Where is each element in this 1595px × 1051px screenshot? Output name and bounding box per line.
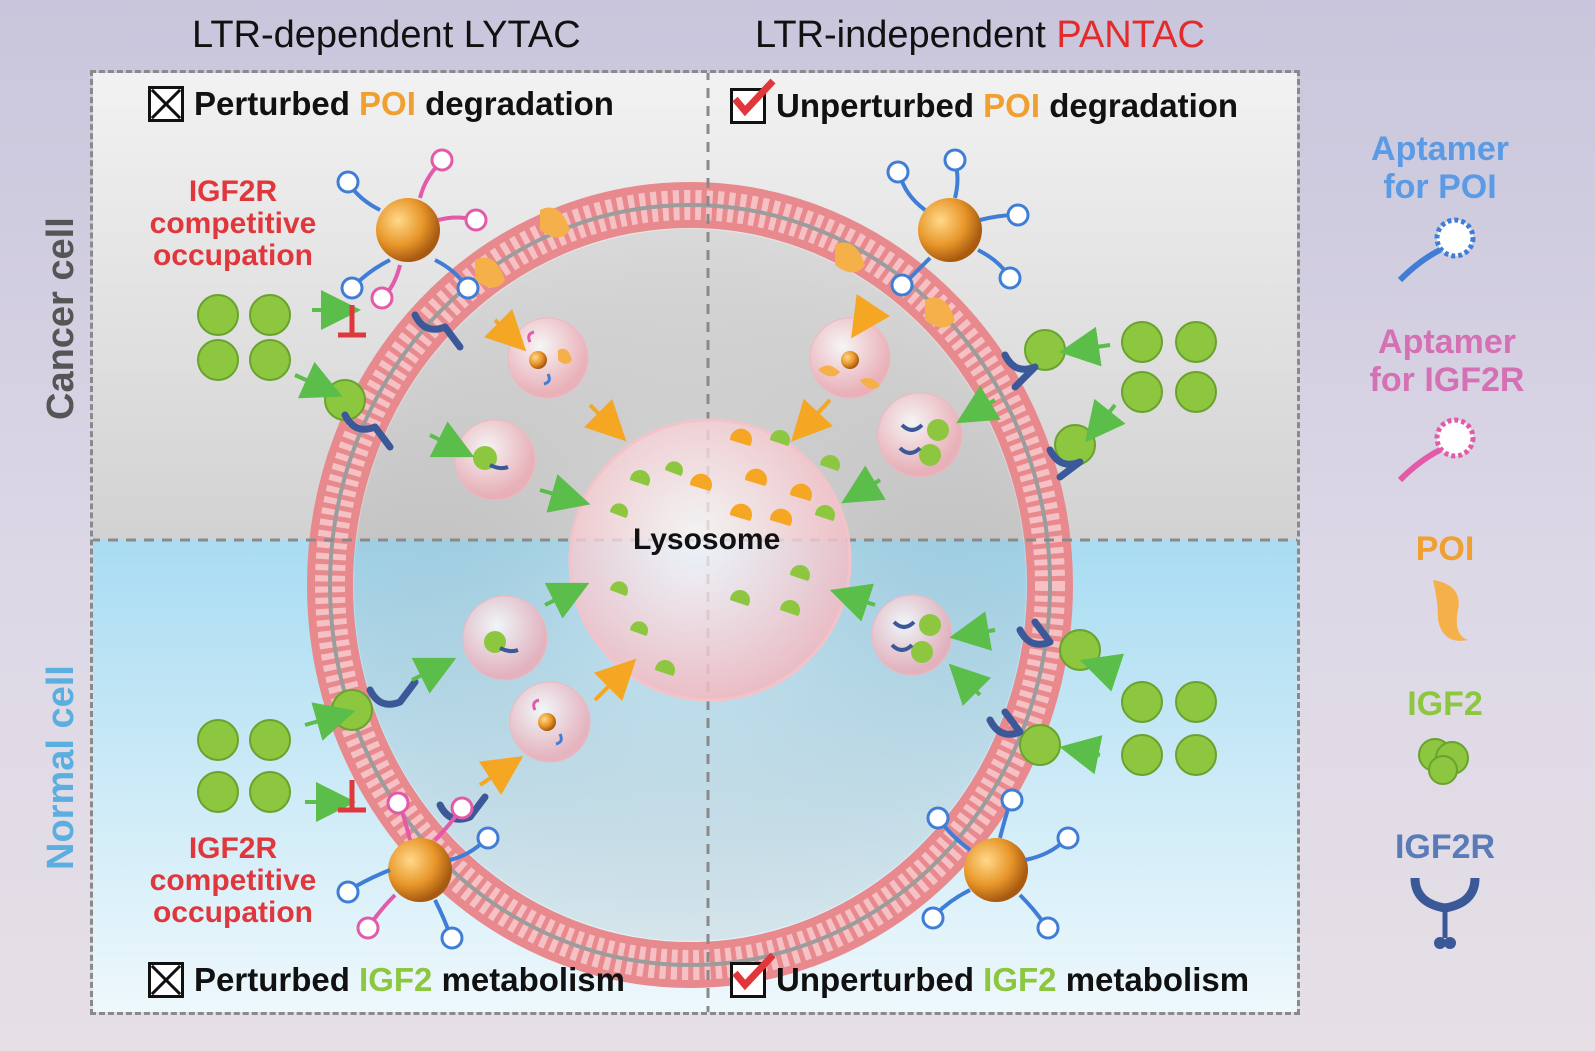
annotation-igf2r-occupation-bottom: IGF2R competitive occupation [138, 833, 328, 929]
lysosome-label: Lysosome [633, 523, 781, 556]
nanoparticle-icon [336, 148, 488, 310]
side-label-normal: Normal cell [40, 665, 82, 870]
status-highlight: POI [359, 85, 416, 122]
legend-label: for POI [1383, 168, 1497, 206]
vesicle [462, 595, 548, 681]
vesicle [809, 317, 891, 399]
inhibition-icon [338, 305, 366, 813]
igf2-cluster [1019, 629, 1217, 776]
header-right-prefix: LTR-independent [755, 14, 1057, 56]
legend-aptamer-igf2r: Aptamer for IGF2R [1362, 323, 1532, 399]
legend-label: Aptamer [1371, 130, 1509, 168]
igf2-cluster [197, 294, 366, 421]
header-left: LTR-dependent LYTAC [192, 14, 581, 56]
igf2-cluster [197, 689, 373, 813]
vesicle [877, 392, 963, 478]
status-text: Perturbed [194, 85, 360, 122]
legend-label: for IGF2R [1369, 361, 1525, 399]
header-right: LTR-independent PANTAC [755, 14, 1205, 57]
igf2-icon [1418, 738, 1469, 785]
status-bottom-left: Perturbed IGF2 metabolism [148, 961, 625, 999]
annotation-line: IGF2R [188, 832, 278, 865]
vesicle [507, 317, 589, 399]
status-top-left: Perturbed POI degradation [148, 85, 614, 123]
annotation-line: competitive [149, 207, 317, 240]
poi-icon [1433, 580, 1468, 641]
vesicle [871, 594, 953, 676]
diagram-canvas [93, 73, 1297, 1012]
legend-igf2: IGF2 [1407, 685, 1483, 723]
receptor-legend-icon [1410, 877, 1480, 949]
aptamer-pink-icon [1397, 417, 1476, 483]
status-bottom-right: Unperturbed IGF2 metabolism [730, 952, 1250, 999]
status-highlight: IGF2 [359, 961, 433, 998]
lysosome [568, 418, 852, 702]
aptamer-blue-icon [1397, 217, 1476, 283]
annotation-line: competitive [149, 864, 317, 897]
header-right-accent: PANTAC [1056, 14, 1205, 56]
check-mark-icon [730, 78, 776, 124]
nanoparticle-icon [886, 148, 1030, 297]
check-mark-icon [730, 952, 776, 998]
vesicle [509, 681, 591, 763]
annotation-line: occupation [152, 239, 313, 272]
legend-poi: POI [1415, 530, 1475, 568]
igf2-cluster [1024, 321, 1217, 466]
status-top-right: Unperturbed POI degradation [730, 78, 1239, 125]
arrow-icon [294, 290, 1126, 822]
legend-aptamer-poi: Aptamer for POI [1365, 130, 1515, 206]
x-box-icon [148, 86, 184, 122]
poi-on-membrane [475, 207, 955, 328]
status-highlight: IGF2 [983, 961, 1057, 998]
legend-label: Aptamer [1378, 323, 1516, 361]
annotation-igf2r-occupation-top: IGF2R competitive occupation [138, 176, 328, 272]
annotation-line: occupation [152, 896, 313, 929]
status-text: Unperturbed [776, 961, 984, 998]
vesicle [454, 419, 536, 501]
side-label-cancer: Cancer cell [40, 217, 82, 420]
status-text: degradation [1040, 87, 1239, 124]
annotation-line: IGF2R [188, 175, 278, 208]
diagram-panel: Perturbed POI degradation Unperturbed PO… [90, 70, 1300, 1015]
status-text: degradation [415, 85, 614, 122]
receptor-icon [341, 311, 1084, 823]
status-highlight: POI [983, 87, 1041, 124]
status-text: Perturbed [194, 961, 360, 998]
arrow-icon [478, 293, 890, 795]
legend-igf2r: IGF2R [1394, 828, 1496, 866]
nanoparticle-icon [921, 788, 1080, 940]
x-box-icon [148, 962, 184, 998]
status-text: Unperturbed [776, 87, 984, 124]
status-text: metabolism [1056, 961, 1250, 998]
nanoparticle-icon [336, 791, 500, 950]
status-text: metabolism [432, 961, 625, 998]
